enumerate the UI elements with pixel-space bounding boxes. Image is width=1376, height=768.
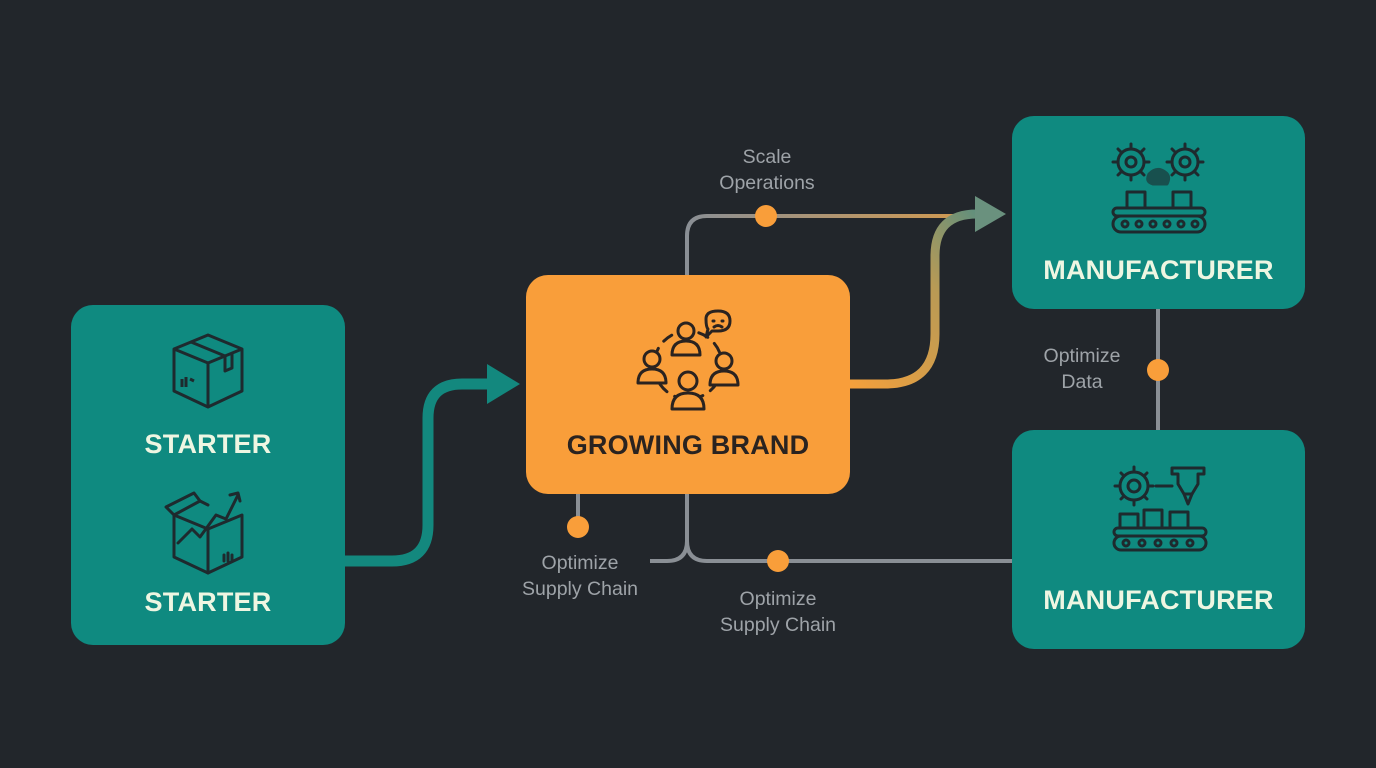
connector-starter-to-brand (339, 378, 498, 567)
starter-card[interactable]: STARTER STARTER (71, 305, 345, 645)
factory-robot-arm-icon (1112, 465, 1208, 552)
optimize-supply-chain-right-line2: Supply Chain (720, 614, 836, 636)
optimize-supply-chain-right-dot[interactable] (767, 550, 789, 572)
connector-brand-scale-operations (685, 214, 980, 275)
growing-brand-card[interactable]: GROWING BRAND (526, 275, 850, 494)
manufacturer-top-card[interactable]: MANUFACTURER (1012, 116, 1305, 309)
optimize-supply-chain-left-line1: Optimize (541, 552, 619, 574)
optimize-supply-chain-left-line2: Supply Chain (522, 578, 638, 600)
scale-operations-line2: Operations (719, 172, 815, 194)
people-community-icon (636, 309, 740, 411)
growing-brand-title: GROWING BRAND (566, 430, 810, 460)
optimize-supply-chain-left-label: Optimize Supply Chain (500, 550, 660, 602)
manufacturer-top-title: MANUFACTURER (1043, 255, 1274, 285)
connector-brand-to-manufacturer (845, 209, 987, 389)
scale-operations-label: Scale Operations (697, 144, 837, 196)
package-box-icon (172, 333, 244, 409)
starter-bottom-title: STARTER (144, 587, 272, 617)
gears-conveyor-icon (1111, 142, 1207, 234)
arrowhead-gradient (975, 196, 1006, 232)
optimize-supply-chain-right-line1: Optimize (739, 588, 817, 610)
starter-top-title: STARTER (144, 429, 272, 459)
scale-operations-line1: Scale (742, 146, 792, 168)
manufacturer-bottom-title: MANUFACTURER (1043, 585, 1274, 615)
connector-brand-supply-right (650, 494, 1012, 563)
optimize-supply-chain-left-dot[interactable] (567, 516, 589, 538)
optimize-data-line2: Data (1061, 371, 1103, 393)
package-growth-icon (164, 491, 244, 575)
optimize-data-line1: Optimize (1043, 345, 1121, 367)
optimize-data-label: Optimize Data (1022, 343, 1142, 395)
optimize-supply-chain-right-label: Optimize Supply Chain (698, 586, 858, 638)
manufacturer-bottom-card[interactable]: MANUFACTURER (1012, 430, 1305, 649)
arrowhead-teal (487, 364, 520, 404)
scale-operations-dot[interactable] (755, 205, 777, 227)
optimize-data-dot[interactable] (1147, 359, 1169, 381)
